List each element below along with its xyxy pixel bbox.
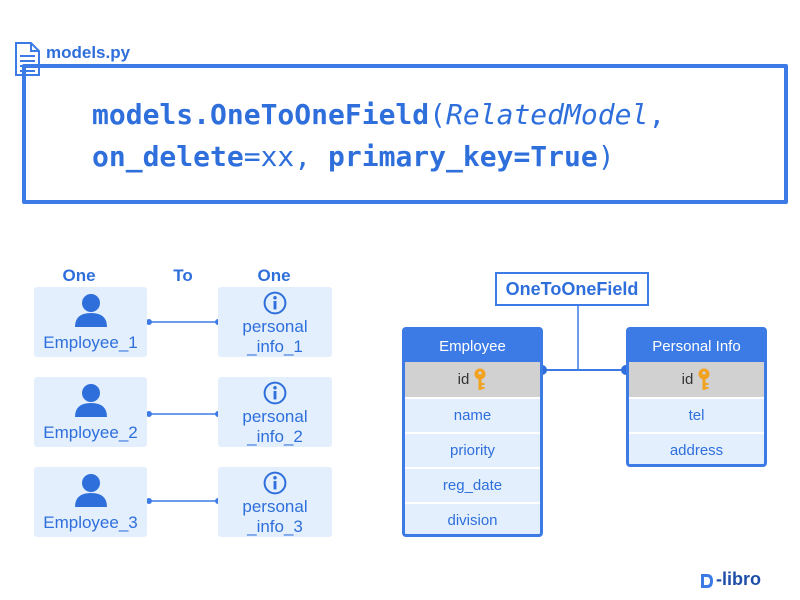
code-line-2: on_delete=xx, primary_key=True) bbox=[92, 140, 615, 173]
table-row-pk: id bbox=[405, 362, 540, 397]
info-label-line2: _info_2 bbox=[247, 427, 303, 446]
table-row-pk: id bbox=[629, 362, 764, 397]
header-to: To bbox=[173, 266, 193, 285]
table-row: division bbox=[405, 502, 540, 534]
code-token: =xx, bbox=[243, 140, 329, 173]
code-token: , bbox=[648, 98, 666, 131]
code-token: RelatedModel bbox=[446, 98, 649, 131]
employee-box-2: Employee_2 bbox=[34, 377, 147, 447]
person-icon bbox=[74, 384, 107, 417]
table-row: reg_date bbox=[405, 467, 540, 502]
table-title: Personal Info bbox=[629, 330, 764, 362]
pk-field: id bbox=[681, 371, 694, 388]
info-label-line1: personal bbox=[242, 317, 308, 336]
relation-connector bbox=[537, 306, 631, 375]
d-logo-icon bbox=[701, 574, 713, 588]
info-box-3: personal _info_3 bbox=[218, 467, 332, 537]
info-label-line2: _info_3 bbox=[247, 517, 303, 536]
info-box-1: personal _info_1 bbox=[218, 287, 332, 357]
relation-label: OneToOneField bbox=[495, 272, 649, 306]
table-row: priority bbox=[405, 432, 540, 467]
brand-logo-text: libro bbox=[722, 569, 761, 589]
employee-label: Employee_3 bbox=[43, 513, 138, 532]
info-label-line1: personal bbox=[242, 407, 308, 426]
employee-label: Employee_2 bbox=[43, 423, 138, 442]
info-label-line2: _info_1 bbox=[247, 337, 303, 356]
employee-box-3: Employee_3 bbox=[34, 467, 147, 537]
header-one-right: One bbox=[257, 266, 291, 285]
info-icon bbox=[263, 291, 287, 315]
person-icon bbox=[74, 294, 107, 327]
person-icon bbox=[74, 474, 107, 507]
personal-info-table: Personal Info id tel address bbox=[626, 327, 767, 467]
info-icon bbox=[263, 381, 287, 405]
code-token: on_delete bbox=[92, 140, 244, 173]
employee-table: Employee id name priority reg_date divis… bbox=[402, 327, 543, 537]
table-row: name bbox=[405, 397, 540, 432]
code-line-1: models.OneToOneField(RelatedModel, bbox=[92, 98, 665, 131]
info-icon bbox=[263, 471, 287, 495]
file-icon bbox=[15, 42, 40, 76]
table-title: Employee bbox=[405, 330, 540, 362]
file-name: models.py bbox=[46, 43, 131, 62]
header-one-left: One bbox=[62, 266, 96, 285]
brand-logo: -libro bbox=[716, 569, 761, 589]
mapping-connectors bbox=[146, 319, 221, 504]
table-row: tel bbox=[629, 397, 764, 432]
key-icon bbox=[698, 368, 710, 390]
code-token: ( bbox=[429, 98, 447, 131]
info-label-line1: personal bbox=[242, 497, 308, 516]
code-box: models.OneToOneField(RelatedModel, on_de… bbox=[22, 64, 788, 204]
employee-label: Employee_1 bbox=[43, 333, 138, 352]
code-token: primary_key=True bbox=[328, 140, 598, 173]
employee-box-1: Employee_1 bbox=[34, 287, 147, 357]
code-token: models.OneToOneField bbox=[92, 98, 430, 131]
info-box-2: personal _info_2 bbox=[218, 377, 332, 447]
pk-field: id bbox=[457, 371, 470, 388]
key-icon bbox=[474, 368, 486, 390]
table-row: address bbox=[629, 432, 764, 464]
code-token: ) bbox=[597, 140, 615, 173]
